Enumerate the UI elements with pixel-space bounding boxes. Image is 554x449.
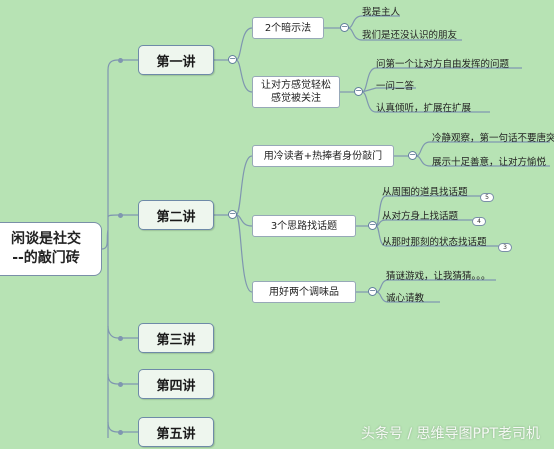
topic-label: 3个思路找话题 [270,220,338,232]
topic-label: 用冷读者+热捧者身份敲门 [263,150,383,162]
lecture-4-node[interactable]: 第四讲 [138,369,214,399]
leaf-i-am-host[interactable]: 我是主人 [362,7,401,18]
note-count-badge[interactable]: 4 [472,217,486,226]
lecture-2-topic-three-ideas[interactable]: 3个思路找话题 [252,215,356,237]
leaf-observe-calmly[interactable]: 冷静观察，第一句话不要唐突 [432,133,554,144]
note-count-badge[interactable]: 5 [480,193,494,202]
connector-node-lecture-5 [118,430,123,435]
connector-node-lecture-1 [118,58,123,63]
leaf-props-around[interactable]: 从周围的道具找话题 [382,187,468,198]
collapse-toggle-hint-methods[interactable]: − [340,22,349,32]
topic-label: 用好两个调味品 [269,286,339,298]
leaf-guessing-game[interactable]: 猜谜游戏，让我猜猜。。。 [386,271,491,282]
collapse-toggle-lecture-1[interactable]: − [228,54,237,64]
collapse-toggle-lecture-2[interactable]: − [228,209,237,219]
connector-node-lecture-3 [118,336,123,341]
lecture-1-topic-hint-methods[interactable]: 2个暗示法 [252,17,324,39]
leaf-show-goodwill[interactable]: 展示十足善意，让对方愉悦 [432,157,547,168]
leaf-other-person[interactable]: 从对方身上找话题 [382,211,459,222]
lecture-2-node[interactable]: 第二讲 [138,200,214,230]
lecture-1-node[interactable]: 第一讲 [138,45,214,75]
leaf-unmet-friends[interactable]: 我们是还没认识的朋友 [362,30,458,41]
leaf-one-question-two-answers[interactable]: 一问二答 [376,81,415,92]
root-topic[interactable]: 闲谈是社交 --的敲门砖 [0,222,102,276]
lecture-3-node[interactable]: 第三讲 [138,323,214,353]
lecture-1-topic-relax[interactable]: 让对方感觉轻松 感觉被关注 [252,76,340,108]
collapse-toggle-seasoning[interactable]: − [368,286,377,296]
leaf-current-state[interactable]: 从那时那刻的状态找话题 [382,237,487,248]
collapse-toggle-three-ideas[interactable]: − [368,220,377,230]
note-count-badge[interactable]: 3 [498,243,512,252]
topic-line-2: 感觉被关注 [271,93,321,104]
leaf-open-question[interactable]: 问第一个让对方自由发挥的问题 [376,59,510,70]
topic-label: 2个暗示法 [264,22,312,34]
leaf-listen-expand[interactable]: 认真倾听，扩展在扩展 [376,103,472,114]
topic-line-1: 让对方感觉轻松 [261,80,331,91]
lecture-5-node[interactable]: 第五讲 [138,417,214,447]
collapse-toggle-knock[interactable]: − [408,150,417,160]
collapse-toggle-relax[interactable]: − [354,86,363,96]
watermark-text: 头条号 / 思维导图PPT老司机 [360,426,540,442]
leaf-sincere-ask[interactable]: 诚心请教 [386,293,425,304]
lecture-2-topic-knock[interactable]: 用冷读者+热捧者身份敲门 [252,145,394,167]
lecture-2-topic-seasoning[interactable]: 用好两个调味品 [252,281,356,303]
root-line-1: 闲谈是社交 [11,231,81,247]
connector-node-lecture-2 [118,213,123,218]
connector-node-lecture-4 [118,382,123,387]
root-line-2: --的敲门砖 [12,250,80,266]
